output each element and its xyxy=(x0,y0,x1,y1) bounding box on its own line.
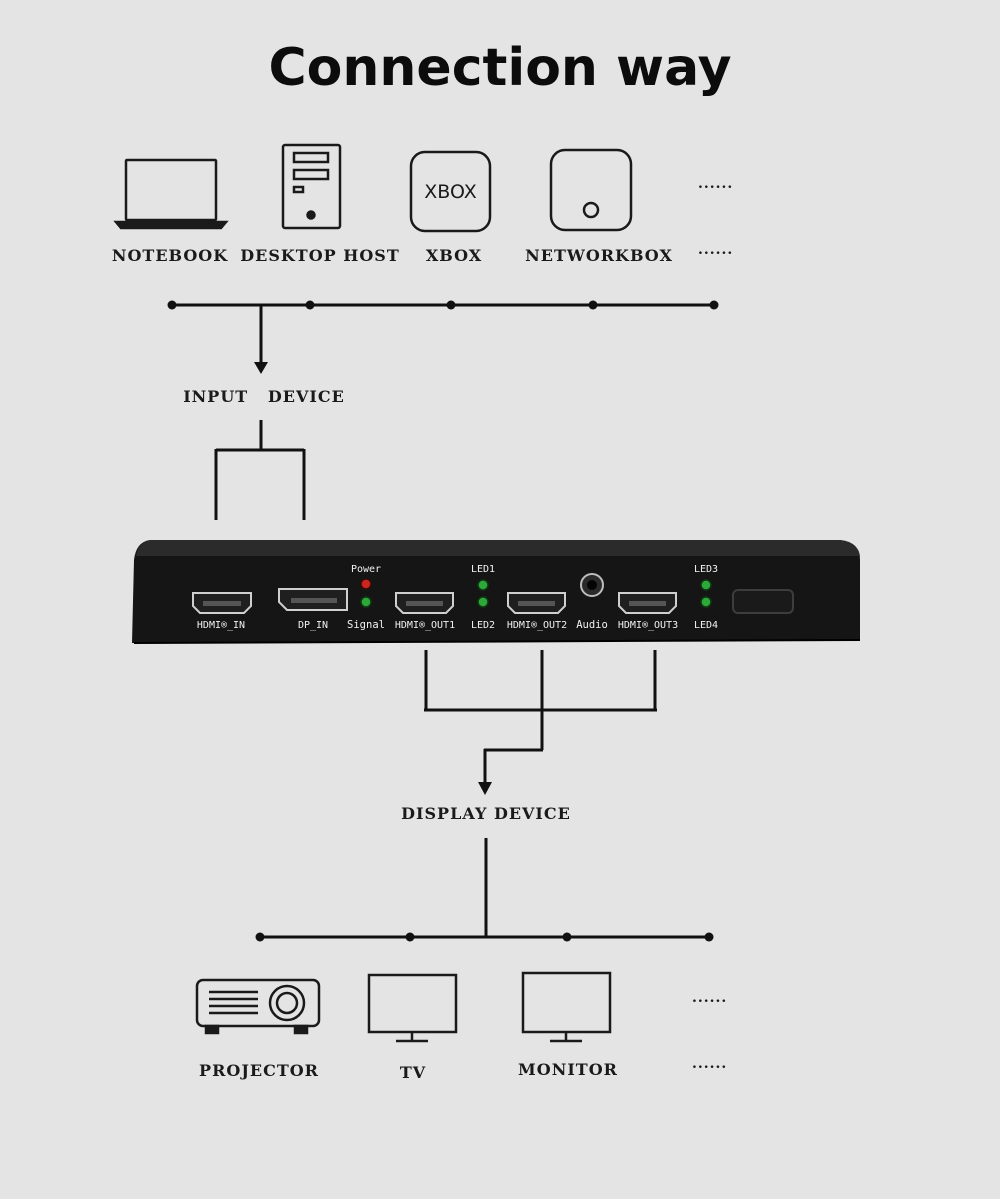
input-split-lines xyxy=(214,420,306,520)
output-label-projector: PROJECTOR xyxy=(199,1061,319,1080)
projector-icon xyxy=(195,978,321,1035)
input-more-labels: ...... xyxy=(698,242,734,258)
dp-in-port xyxy=(278,588,348,611)
output-merge-lines xyxy=(424,650,657,782)
indicator-label-led4: LED4 xyxy=(694,620,718,631)
output-label-monitor: MONITOR xyxy=(518,1060,618,1079)
indicator-label-led2: LED2 xyxy=(471,620,495,631)
input-label-desktop-host: DESKTOP HOST xyxy=(240,246,400,265)
audio-jack xyxy=(580,573,604,597)
led4 xyxy=(700,596,712,608)
port-label-hdmi-out1: HDMI®_OUT1 xyxy=(395,620,455,631)
led1 xyxy=(477,579,489,591)
input-arrow xyxy=(254,305,268,374)
tv-icon xyxy=(367,973,458,1043)
port-label-dp-in: DP_IN xyxy=(298,620,328,631)
hdmi-out1-port xyxy=(395,592,454,614)
output-more-labels: ...... xyxy=(692,1056,728,1072)
power-led xyxy=(360,578,372,590)
page-title: Connection way xyxy=(268,38,732,98)
monitor-icon xyxy=(521,971,612,1043)
indicator-label-signal: Signal xyxy=(347,619,385,631)
xbox-icon: XBOX xyxy=(409,150,492,233)
indicator-label-led3: LED3 xyxy=(694,564,718,575)
output-bus xyxy=(255,838,714,942)
port-label-hdmi-out3: HDMI®_OUT3 xyxy=(618,620,678,631)
display-device-label: DISPLAY DEVICE xyxy=(401,804,571,823)
networkbox-icon xyxy=(549,148,633,232)
hdmi-in-port xyxy=(192,592,252,614)
output-arrow xyxy=(478,782,492,795)
port-label-audio: Audio xyxy=(576,619,608,631)
input-more-icons: ...... xyxy=(698,176,734,192)
input-bus xyxy=(167,300,719,310)
indicator-label-led1: LED1 xyxy=(471,564,495,575)
input-device-label: INPUT DEVICE xyxy=(183,387,345,406)
indicator-label-power: Power xyxy=(351,564,381,575)
desktop-host-icon xyxy=(281,143,342,230)
signal-led xyxy=(360,596,372,608)
notebook-icon xyxy=(113,158,229,230)
led2 xyxy=(477,596,489,608)
hdmi-out3-port xyxy=(618,592,677,614)
port-label-hdmi-out2: HDMI®_OUT2 xyxy=(507,620,567,631)
output-label-tv: TV xyxy=(399,1063,427,1082)
output-more-icons: ...... xyxy=(692,990,728,1006)
input-label-notebook: NOTEBOOK xyxy=(111,246,229,265)
xbox-icon-text: XBOX xyxy=(424,181,476,203)
led3 xyxy=(700,579,712,591)
input-label-networkbox: NETWORKBOX xyxy=(525,246,673,265)
splitter-device: HDMI®_IN DP_IN Power Signal HDMI®_OUT1 L… xyxy=(132,540,861,644)
power-inlet xyxy=(732,589,794,614)
hdmi-out2-port xyxy=(507,592,566,614)
port-label-hdmi-in: HDMI®_IN xyxy=(197,620,245,631)
input-label-xbox: XBOX xyxy=(425,246,483,265)
